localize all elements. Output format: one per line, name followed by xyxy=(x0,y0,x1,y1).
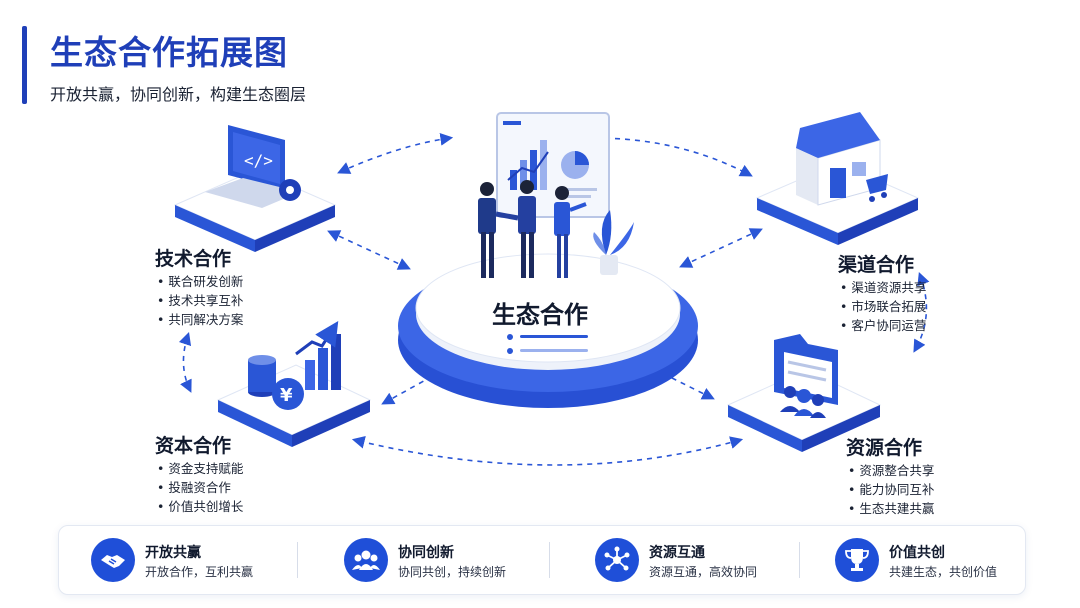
list-item: 投融资合作 xyxy=(157,478,243,497)
value-title: 开放共赢 xyxy=(145,545,201,561)
arrow-top-right xyxy=(594,137,753,177)
arrow-bottom xyxy=(351,436,744,466)
plant-icon xyxy=(593,210,634,275)
divider xyxy=(297,542,298,578)
presentation-board-icon xyxy=(496,112,610,218)
value-desc: 资源互通，高效协同 xyxy=(649,565,758,579)
value-title: 价值共创 xyxy=(889,545,945,561)
list-item: 技术共享互补 xyxy=(157,291,243,310)
list-item: 共同解决方案 xyxy=(157,310,243,329)
capital-title: 资本合作 xyxy=(155,435,232,457)
capital-list: 资金支持赋能 投融资合作 价值共创增长 xyxy=(157,459,243,516)
divider xyxy=(549,542,550,578)
channel-list: 渠道资源共享 市场联合拓展 客户协同运营 xyxy=(840,278,926,335)
store-icon xyxy=(796,112,888,206)
center-label: 生态合作 xyxy=(492,301,588,329)
page-title: 生态合作拓展图 xyxy=(50,33,288,72)
laptop-code-icon: </> xyxy=(205,125,301,208)
svg-text:</>: </> xyxy=(244,151,273,170)
arrow-right xyxy=(913,272,930,353)
page-subtitle: 开放共赢，协同创新，构建生态圈层 xyxy=(50,85,307,104)
arrow-left xyxy=(178,331,192,393)
list-item: 渠道资源共享 xyxy=(840,278,926,297)
title-accent-bar xyxy=(22,26,27,104)
folder-team-icon xyxy=(774,334,838,418)
resource-list: 资源整合共享 能力协同互补 生态共建共赢 xyxy=(848,461,934,518)
center-platform xyxy=(398,253,698,408)
resource-title: 资源合作 xyxy=(846,437,923,459)
finance-growth-icon: ¥ xyxy=(248,320,341,410)
list-item: 生态共建共赢 xyxy=(848,499,934,518)
divider xyxy=(799,542,800,578)
team-icon xyxy=(344,538,388,582)
outer-cycle-arrows xyxy=(178,132,930,466)
list-item: 价值共创增长 xyxy=(157,497,243,516)
list-item: 能力协同互补 xyxy=(848,480,934,499)
value-title: 协同创新 xyxy=(398,545,454,561)
spoke-channel xyxy=(679,228,763,268)
list-item: 市场联合拓展 xyxy=(840,297,926,316)
list-item: 客户协同运营 xyxy=(840,316,926,335)
value-desc: 协同共创，持续创新 xyxy=(398,565,507,579)
value-desc: 共建生态，共创价值 xyxy=(889,565,998,579)
list-item: 资金支持赋能 xyxy=(157,459,243,478)
channel-title: 渠道合作 xyxy=(838,254,915,276)
tech-title: 技术合作 xyxy=(155,248,232,270)
list-item: 联合研发创新 xyxy=(157,272,243,291)
tech-list: 联合研发创新 技术共享互补 共同解决方案 xyxy=(157,272,243,329)
handshake-icon xyxy=(91,538,135,582)
svg-text:¥: ¥ xyxy=(280,385,293,406)
business-people-icon xyxy=(478,180,587,278)
arrow-top-left xyxy=(337,132,454,174)
value-desc: 开放合作，互利共赢 xyxy=(145,565,254,579)
list-item: 资源整合共享 xyxy=(848,461,934,480)
trophy-icon xyxy=(835,538,879,582)
value-title: 资源互通 xyxy=(649,545,705,561)
network-icon xyxy=(595,538,639,582)
values-bar: 开放共赢 开放合作，互利共赢 协同创新 协同共创，持续创新 资源互通 资源互通，… xyxy=(58,525,1026,595)
spoke-tech xyxy=(327,230,411,270)
resource-platform xyxy=(726,369,882,452)
